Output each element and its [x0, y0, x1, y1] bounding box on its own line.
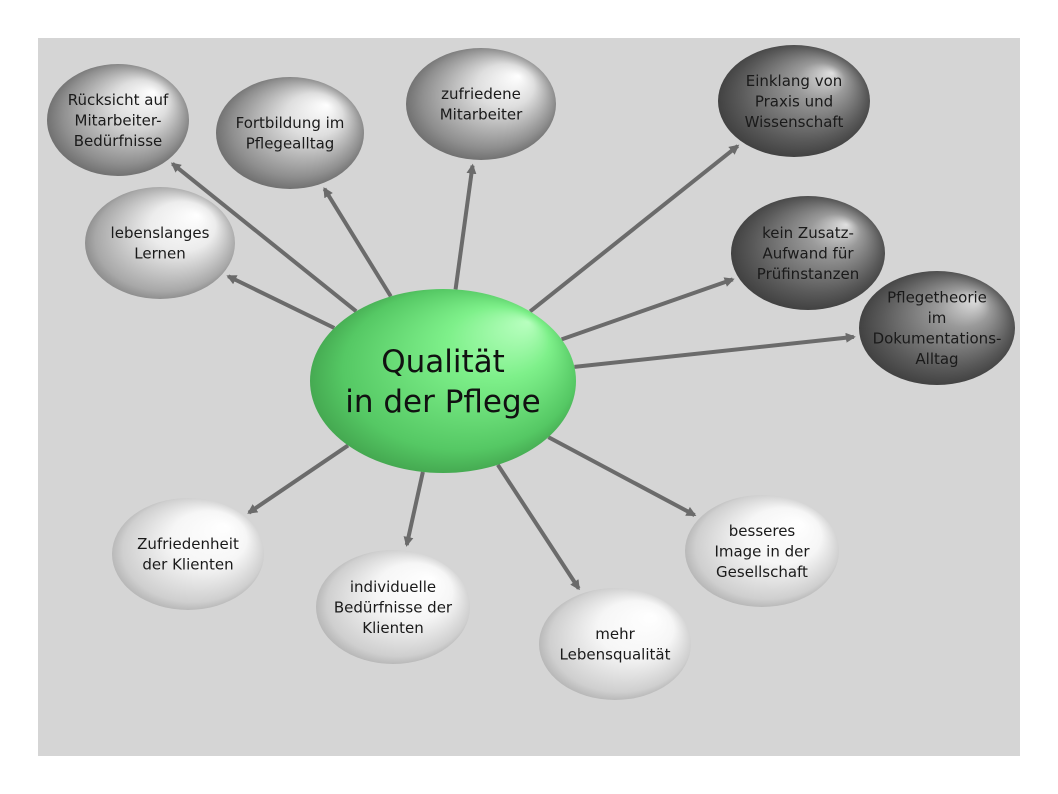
node-zufriedenheit-klienten: Zufriedenheit der Klienten [112, 498, 264, 610]
node-label-line: Qualität [381, 344, 505, 380]
node-label-line: Bedürfnisse [74, 132, 163, 150]
node-label-line: Prüfinstanzen [757, 265, 859, 283]
node-label-line: in der Pflege [345, 384, 541, 420]
arrow-to-individuelle-beduerfnisse [403, 471, 425, 547]
arrow-to-ruecksicht [170, 162, 358, 313]
arrow-to-lebenslanges-lernen [226, 274, 336, 330]
arrow-to-pflegetheorie [574, 332, 856, 369]
node-bubble [406, 48, 556, 160]
node-label-line: kein Zusatz- [762, 224, 854, 242]
arrow-to-einklang [528, 144, 740, 314]
node-label-line: Fortbildung im [236, 114, 345, 132]
node-label-line: zufriedene [441, 85, 521, 103]
node-label-line: Einklang von [746, 72, 843, 90]
node-bubble [85, 187, 235, 299]
node-label-line: Klienten [362, 619, 424, 637]
node-label-line: Pflegetheorie [887, 289, 987, 307]
node-bubble [718, 45, 870, 157]
arrow-to-fortbildung [322, 187, 393, 298]
node-label-line: Pflegealltag [246, 135, 335, 153]
node-label-line: lebenslanges [111, 224, 210, 242]
arrow-to-zufriedene-mitarbeiter [453, 163, 477, 290]
node-label-line: Aufwand für [763, 244, 855, 262]
node-bubble [216, 77, 364, 189]
node-bubble [685, 495, 839, 607]
node-bubble [310, 289, 576, 473]
node-label-line: im [928, 309, 947, 327]
node-label-line: Alltag [915, 350, 958, 368]
node-bubble [316, 550, 470, 664]
node-label-line: individuelle [350, 578, 436, 596]
node-bubble [539, 588, 691, 700]
node-fortbildung: Fortbildung im Pflegealltag [216, 77, 364, 189]
node-label-line: mehr [595, 625, 635, 643]
node-bubble [731, 196, 885, 310]
node-label-line: Image in der [714, 542, 810, 560]
node-label-line: Gesellschaft [716, 563, 808, 581]
node-center: Qualität in der Pflege [310, 289, 576, 473]
arrows-layer [170, 144, 856, 591]
node-label-line: der Klienten [142, 556, 233, 574]
arrow-to-lebensqualitaet [496, 463, 581, 591]
node-label-line: Dokumentations- [873, 330, 1002, 348]
arrow-to-zufriedenheit-klienten [247, 443, 350, 515]
node-bubble [112, 498, 264, 610]
node-label-line: Lebensqualität [560, 646, 671, 664]
node-label-line: Rücksicht auf [68, 91, 169, 109]
node-label-line: Mitarbeiter [440, 106, 523, 124]
node-label-line: Praxis und [755, 92, 833, 110]
node-label-line: Wissenschaft [745, 113, 844, 131]
node-bubble [47, 64, 189, 176]
node-label-line: Zufriedenheit [137, 535, 239, 553]
node-label-line: Mitarbeiter- [75, 111, 162, 129]
arrow-to-besseres-image [547, 435, 697, 517]
node-label-line: Bedürfnisse der [334, 598, 453, 616]
node-label-line: Lernen [134, 245, 185, 263]
node-bubble [859, 271, 1015, 385]
arrow-to-kein-zusatz [560, 277, 735, 342]
node-label-line: besseres [729, 522, 796, 540]
